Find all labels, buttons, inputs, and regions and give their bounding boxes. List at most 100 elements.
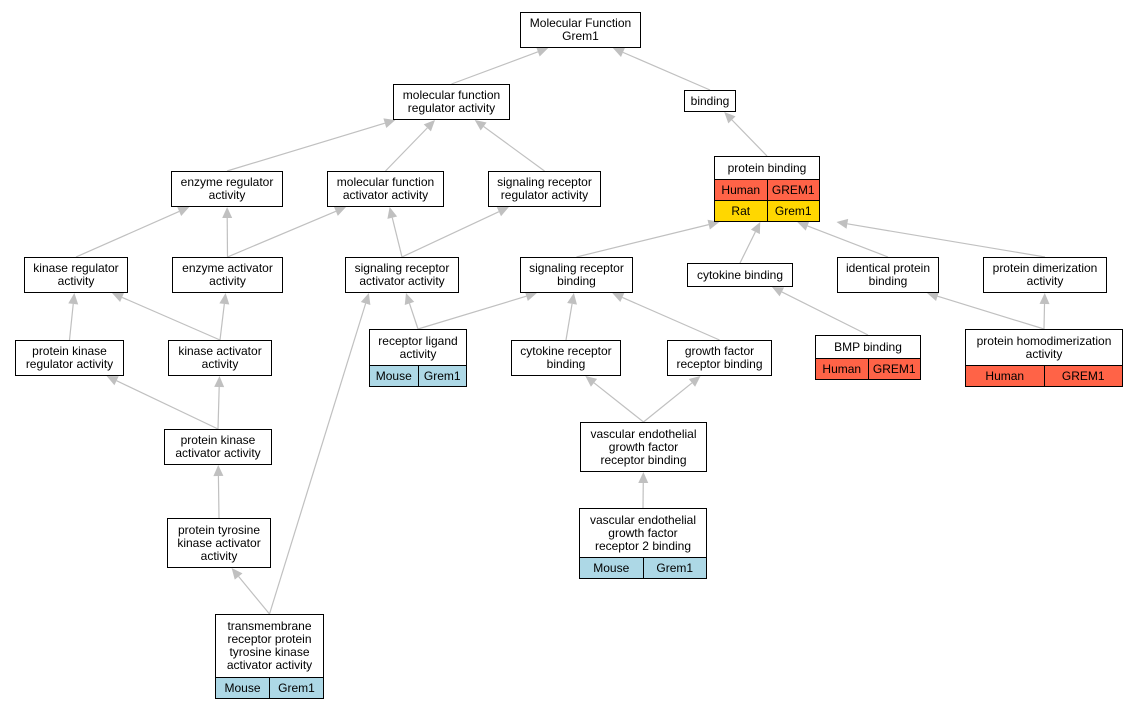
gene-cell: Grem1 bbox=[642, 558, 706, 578]
node-label: BMP binding bbox=[834, 339, 902, 354]
node-vegf-receptor-2-binding[interactable]: vascular endothelial growth factor recep… bbox=[579, 508, 707, 579]
node-bmp-binding[interactable]: BMP binding Human GREM1 bbox=[815, 335, 921, 380]
edge-ptkact-to-pkact bbox=[217, 475, 220, 519]
node-molecular-function-regulator-activity[interactable]: molecular function regulator activity bbox=[393, 84, 510, 120]
arrowhead-cytobind-to-protbind bbox=[750, 222, 761, 235]
species-cell: Human bbox=[966, 366, 1044, 386]
node-binding[interactable]: binding bbox=[684, 90, 736, 112]
annotation-row: Mouse Grem1 bbox=[580, 557, 706, 578]
edge-pkreg-to-kinreg bbox=[68, 303, 74, 341]
node-protein-binding[interactable]: protein binding Human GREM1 Rat Grem1 bbox=[714, 156, 820, 222]
arrowhead-kinact-to-enzact bbox=[219, 293, 230, 305]
gene-cell: GREM1 bbox=[1043, 366, 1122, 386]
arrowhead-recligand-to-sigrecbind bbox=[524, 291, 537, 301]
arrowhead-vegfr2-to-vegfrb bbox=[638, 472, 649, 484]
arrowhead-kinreg-to-enzreg bbox=[177, 206, 190, 217]
gene-cell: GREM1 bbox=[867, 359, 920, 379]
node-signaling-receptor-binding[interactable]: signaling receptor binding bbox=[520, 257, 633, 293]
node-label: kinase regulator activity bbox=[33, 261, 119, 288]
node-identical-protein-binding[interactable]: identical protein binding bbox=[837, 257, 939, 293]
arrowhead-sigrecact-to-mfact bbox=[387, 207, 398, 219]
node-protein-kinase-activator-activity[interactable]: protein kinase activator activity bbox=[164, 429, 272, 465]
node-growth-factor-receptor-binding[interactable]: growth factor receptor binding bbox=[667, 340, 772, 376]
node-label: cytokine receptor binding bbox=[520, 344, 612, 371]
edge-cytobind-to-protbind bbox=[739, 231, 756, 264]
arrowhead-sigrecreg-to-mfreg bbox=[474, 120, 487, 131]
node-label: transmembrane receptor protein tyrosine … bbox=[226, 619, 313, 672]
node-transmembrane-receptor-ptk-activator-activity[interactable]: transmembrane receptor protein tyrosine … bbox=[215, 614, 324, 699]
node-protein-tyrosine-kinase-activator-activity[interactable]: protein tyrosine kinase activator activi… bbox=[167, 518, 271, 568]
arrowhead-dimer-to-protbind bbox=[836, 218, 849, 229]
edge-tmrptk-to-sigrecact bbox=[268, 303, 367, 615]
node-protein-kinase-regulator-activity[interactable]: protein kinase regulator activity bbox=[15, 340, 124, 376]
edge-identbind-to-protbind bbox=[807, 225, 889, 258]
arrowhead-gfrecbind-to-sigrecbind bbox=[612, 292, 625, 302]
node-cytokine-receptor-binding[interactable]: cytokine receptor binding bbox=[511, 340, 621, 376]
edge-kinact-to-enzact bbox=[219, 303, 225, 341]
edge-enzreg-to-mfreg bbox=[226, 122, 386, 172]
arrowhead-tmrptk-to-ptkact bbox=[231, 568, 243, 580]
arrowhead-binding-to-root bbox=[612, 47, 625, 57]
edge-pkact-to-pkreg bbox=[116, 380, 219, 430]
annotation-row: Rat Grem1 bbox=[715, 200, 819, 221]
species-cell: Rat bbox=[715, 201, 767, 221]
node-label: enzyme regulator activity bbox=[180, 175, 274, 202]
arrowhead-kinact-to-kinreg bbox=[112, 292, 125, 302]
node-label: enzyme activator activity bbox=[182, 261, 273, 288]
node-label: receptor ligand activity bbox=[378, 333, 458, 361]
arrowhead-enzact-to-mfact bbox=[333, 206, 346, 216]
node-vegf-receptor-binding[interactable]: vascular endothelial growth factor recep… bbox=[580, 422, 707, 472]
arrowhead-pkact-to-kinact bbox=[214, 376, 225, 388]
edge-homodimer-to-dimer bbox=[1043, 303, 1046, 330]
arrowhead-mfreg-to-root bbox=[536, 47, 549, 57]
gene-cell: Grem1 bbox=[269, 678, 323, 698]
arrowhead-vegfrb-to-cytorecbind bbox=[585, 376, 598, 387]
arrowhead-pkact-to-pkreg bbox=[106, 376, 119, 386]
node-protein-homodimerization-activity[interactable]: protein homodimerization activity Human … bbox=[965, 329, 1123, 387]
node-molecular-function-root[interactable]: Molecular Function Grem1 bbox=[520, 12, 641, 48]
node-signaling-receptor-activator-activity[interactable]: signaling receptor activator activity bbox=[345, 257, 459, 293]
gene-cell: GREM1 bbox=[766, 180, 819, 200]
arrowhead-ptkact-to-pkact bbox=[213, 465, 224, 477]
node-label: protein tyrosine kinase activator activi… bbox=[177, 522, 261, 563]
edge-sigrecreg-to-mfreg bbox=[483, 126, 545, 172]
node-kinase-regulator-activity[interactable]: kinase regulator activity bbox=[24, 257, 128, 293]
node-receptor-ligand-activity[interactable]: receptor ligand activity Mouse Grem1 bbox=[369, 329, 467, 387]
node-molecular-function-activator-activity[interactable]: molecular function activator activity bbox=[327, 171, 444, 207]
node-label: molecular function activator activity bbox=[336, 175, 435, 202]
node-enzyme-regulator-activity[interactable]: enzyme regulator activity bbox=[171, 171, 283, 207]
node-label: vascular endothelial growth factor recep… bbox=[590, 426, 697, 467]
node-signaling-receptor-regulator-activity[interactable]: signaling receptor regulator activity bbox=[488, 171, 601, 207]
arrowhead-sigrecbind-to-protbind bbox=[707, 219, 720, 230]
arrowhead-identbind-to-protbind bbox=[797, 221, 810, 231]
node-enzyme-activator-activity[interactable]: enzyme activator activity bbox=[172, 257, 283, 293]
node-label: signaling receptor regulator activity bbox=[497, 175, 592, 202]
edge-homodimer-to-identbind bbox=[937, 295, 1045, 330]
edge-dimer-to-protbind bbox=[847, 223, 1046, 258]
edge-kinreg-to-enzreg bbox=[75, 210, 180, 258]
edge-tmrptk-to-ptkact bbox=[238, 576, 270, 615]
node-label: protein homodimerization activity bbox=[976, 333, 1112, 361]
node-label: protein kinase activator activity bbox=[175, 433, 261, 460]
edge-mfreg-to-root bbox=[451, 51, 539, 85]
annotation-row: Human GREM1 bbox=[966, 365, 1122, 386]
node-cytokine-binding[interactable]: cytokine binding bbox=[687, 263, 793, 287]
edge-bmp-to-cytobind bbox=[781, 291, 869, 336]
edge-pkact-to-kinact bbox=[217, 386, 220, 430]
arrowhead-cytorecbind-to-sigrecbind bbox=[567, 293, 577, 305]
node-label: protein binding bbox=[727, 160, 807, 175]
edge-sigrecbind-to-protbind bbox=[576, 224, 709, 258]
arrowhead-homodimer-to-identbind bbox=[927, 291, 939, 302]
node-kinase-activator-activity[interactable]: kinase activator activity bbox=[168, 340, 272, 376]
gene-cell: Grem1 bbox=[417, 366, 466, 386]
edge-vegfrb-to-gfrecbind bbox=[643, 382, 693, 423]
annotation-row: Human GREM1 bbox=[816, 358, 920, 379]
node-label: vascular endothelial growth factor recep… bbox=[589, 512, 697, 553]
node-label: signaling receptor binding bbox=[529, 261, 624, 288]
node-label: identical protein binding bbox=[845, 261, 931, 288]
species-cell: Human bbox=[715, 180, 767, 200]
edge-recligand-to-sigrecact bbox=[408, 303, 419, 330]
node-protein-dimerization-activity[interactable]: protein dimerization activity bbox=[983, 257, 1107, 293]
edge-mfact-to-mfreg bbox=[385, 127, 428, 172]
